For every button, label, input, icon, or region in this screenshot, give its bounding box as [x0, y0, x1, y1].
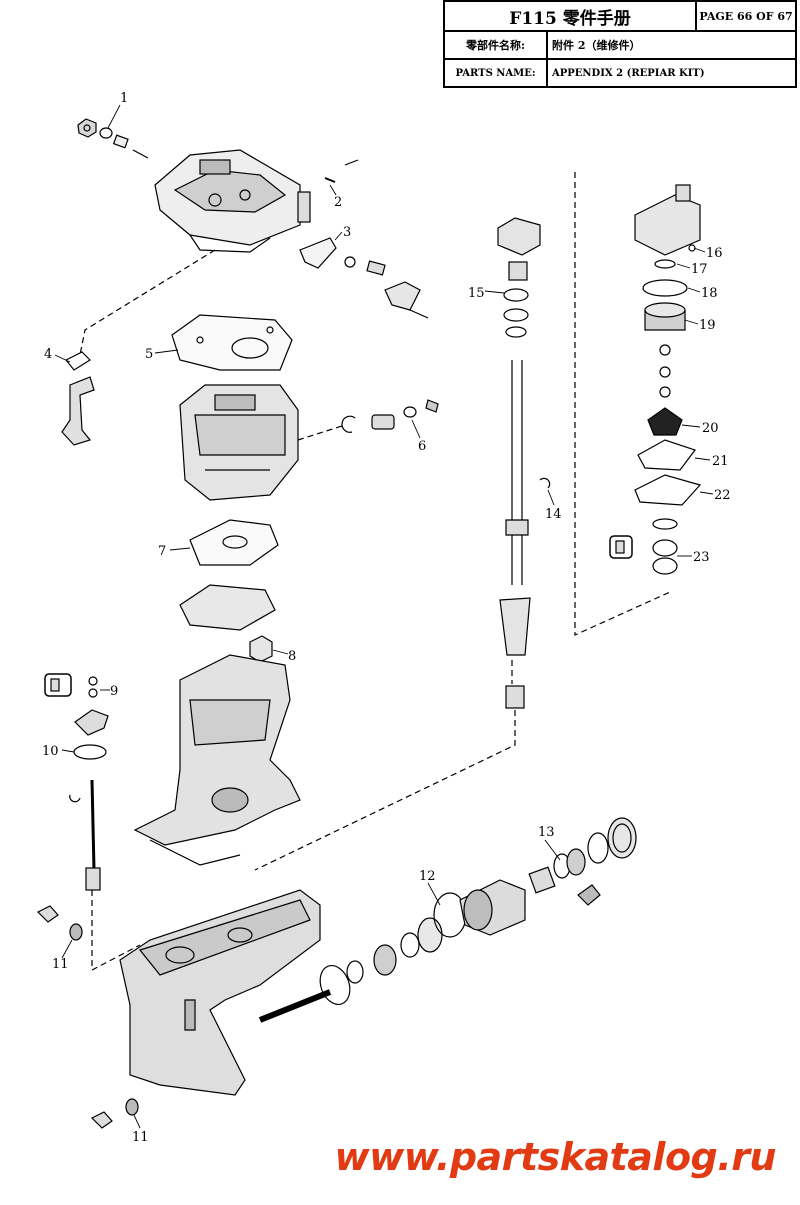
callout-10: 10 — [42, 744, 59, 759]
callout-11-upper: 11 — [52, 957, 69, 972]
callout-21: 21 — [712, 454, 729, 469]
callout-6: 6 — [418, 439, 426, 454]
parts-name-label-en: PARTS NAME: — [445, 60, 548, 86]
part-gasket-7 — [179, 519, 279, 631]
part-gearcase — [119, 889, 321, 1096]
part-clip-bushing-6 — [341, 399, 439, 433]
callout-5: 5 — [145, 347, 153, 362]
callout-11-lower: 11 — [132, 1130, 149, 1145]
callout-14: 14 — [545, 507, 562, 522]
part-gasket-and-fittings — [299, 237, 429, 319]
parts-name-label-cn: 零部件名称: — [445, 32, 548, 60]
callout-2: 2 — [334, 195, 342, 210]
callout-15: 15 — [468, 286, 485, 301]
callout-12: 12 — [419, 869, 436, 884]
part-water-pump-small-set — [44, 673, 109, 760]
part-nut-washer — [77, 118, 149, 159]
part-drain-screws — [36, 905, 139, 1129]
part-block-8 — [249, 635, 273, 663]
callout-4: 4 — [44, 347, 52, 362]
callout-13: 13 — [538, 825, 555, 840]
assembly-leader-lines — [79, 172, 671, 971]
callout-16: 16 — [706, 246, 723, 261]
callout-18: 18 — [701, 286, 718, 301]
callout-19: 19 — [699, 318, 716, 333]
callout-numbers: 1 2 3 4 5 6 7 8 9 10 11 11 12 13 14 15 1… — [42, 91, 731, 1145]
callout-1: 1 — [120, 91, 128, 106]
part-exhaust-housing — [133, 654, 301, 866]
callout-17: 17 — [691, 262, 708, 277]
part-shift-rod — [69, 779, 101, 891]
callout-20: 20 — [702, 421, 719, 436]
manual-title: F115 零件手册 — [445, 2, 697, 32]
callout-8: 8 — [288, 649, 296, 664]
callout-22: 22 — [714, 488, 731, 503]
parts-name-value-cn: 附件 2（维修件） — [548, 32, 795, 60]
callout-3: 3 — [343, 225, 351, 240]
part-water-pump — [609, 184, 702, 575]
part-mid-housing — [179, 384, 299, 501]
watermark-url: www.partskatalog.ru — [334, 1135, 777, 1179]
callout-23: 23 — [693, 550, 710, 565]
callout-7: 7 — [158, 544, 166, 559]
part-drive-shaft — [497, 217, 551, 709]
part-propeller-shaft — [258, 965, 351, 1023]
callout-9: 9 — [110, 684, 118, 699]
title-block: F115 零件手册 PAGE 66 OF 67 零部件名称: 附件 2（维修件）… — [443, 0, 797, 88]
callout-leaders — [54, 104, 714, 1129]
page-number: PAGE 66 OF 67 — [697, 2, 795, 32]
part-gasket-5 — [171, 314, 293, 371]
parts-name-value-en: APPENDIX 2 (REPIAR KIT) — [552, 67, 705, 79]
part-upper-cover-housing — [154, 149, 359, 253]
part-bracket-4 — [61, 351, 95, 446]
part-gear-bearing-chain — [346, 817, 637, 984]
